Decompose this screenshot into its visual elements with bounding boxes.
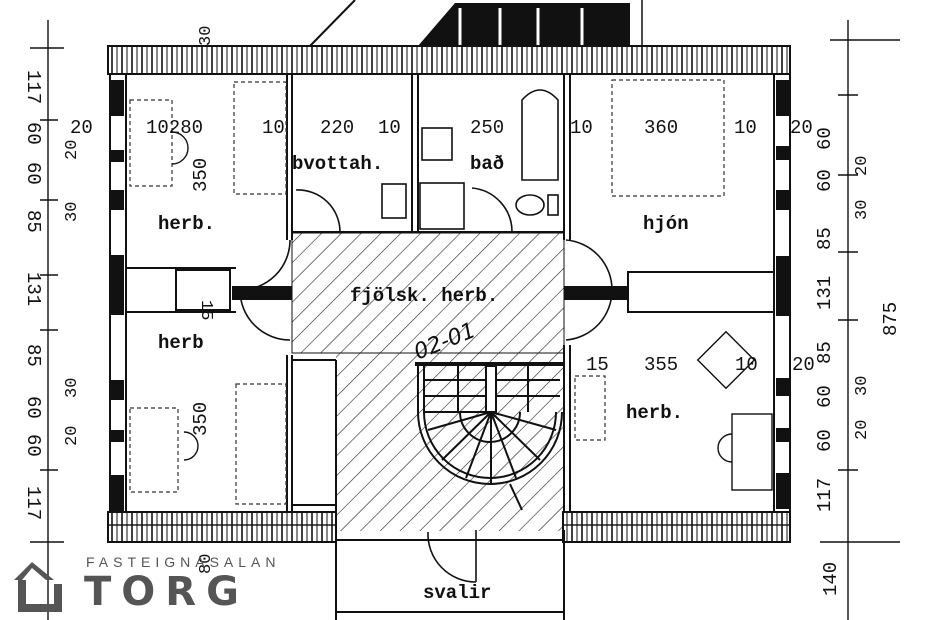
- interior-walls: [126, 74, 775, 512]
- dim-left-3: 85: [22, 210, 44, 233]
- dim-top-3: 220: [320, 117, 354, 139]
- dim-right-sub-0: 20: [853, 156, 872, 176]
- dim-right-sub-3: 20: [853, 420, 872, 440]
- dim-top-2: 10: [262, 117, 285, 139]
- spiral-staircase: [415, 362, 563, 511]
- dim-left-sub-0: 20: [63, 140, 82, 160]
- room-label-herb-bottom-right: herb.: [626, 402, 683, 424]
- dim-left-2: 60: [22, 162, 44, 185]
- room-label-bad: bað: [470, 153, 504, 175]
- room-label-herb-top-left: herb.: [158, 213, 215, 235]
- dim-left-sub-3: 20: [63, 426, 82, 446]
- dim-right-5: 60: [814, 385, 836, 408]
- dim-right-4: 85: [814, 341, 836, 364]
- room-label-fjolsk-herb: fjölsk. herb.: [350, 285, 498, 307]
- right-wall: [773, 74, 791, 512]
- dim-right-0: 60: [814, 127, 836, 150]
- desk-and-chair: [171, 131, 773, 491]
- room-label-herb-bottom-left: herb: [158, 332, 204, 354]
- bottom-wall-left: [107, 511, 337, 543]
- dim-left-8: 117: [22, 486, 44, 520]
- balcony: [335, 530, 565, 620]
- dim-closet: 15: [196, 300, 215, 320]
- dim-mid-3: 20: [792, 354, 815, 376]
- logo-wordmark: TORG: [84, 569, 249, 615]
- dim-right-2: 85: [814, 227, 836, 250]
- room-label-hjon: hjón: [643, 213, 689, 235]
- dim-top-0: 20: [70, 117, 93, 139]
- dim-left-4: 131: [22, 272, 44, 306]
- dim-right-6: 60: [814, 429, 836, 452]
- dim-left-7: 60: [22, 434, 44, 457]
- dim-top-7: 360: [644, 117, 678, 139]
- dim-left-1: 60: [22, 122, 44, 145]
- door-swings: [239, 187, 613, 583]
- logo-tagline: FASTEIGNASALAN: [86, 554, 281, 570]
- dim-mid-0: 15: [586, 354, 609, 376]
- dim-top-1: 10280: [146, 117, 203, 139]
- dim-depth-left-top: 350: [190, 158, 212, 192]
- dim-right-total: 875: [880, 302, 902, 336]
- dim-bottom-wall: 80: [197, 554, 216, 574]
- dim-right-8: 140: [820, 562, 842, 596]
- bottom-wall-right: [562, 511, 791, 543]
- stair-hall-hatched: [336, 353, 564, 531]
- dim-top-8: 10: [734, 117, 757, 139]
- furniture: [129, 79, 725, 505]
- dim-right-3: 131: [814, 276, 836, 310]
- left-wall: [109, 74, 127, 512]
- dim-right-sub-2: 30: [853, 376, 872, 396]
- top-wall: [107, 45, 791, 75]
- dim-mid-1: 355: [644, 354, 678, 376]
- dim-depth-left-bottom: 350: [190, 402, 212, 436]
- dim-right-7: 117: [814, 478, 836, 512]
- dim-left-sub-2: 30: [63, 378, 82, 398]
- dim-top-6: 10: [570, 117, 593, 139]
- room-label-bvottah: bvottah.: [292, 153, 383, 175]
- dim-top-4: 10: [378, 117, 401, 139]
- dim-left-0: 117: [22, 70, 44, 104]
- dim-top-9: 20: [790, 117, 813, 139]
- dim-right-sub-1: 30: [853, 200, 872, 220]
- dim-top-5: 250: [470, 117, 504, 139]
- house-icon: [14, 562, 62, 612]
- dim-mid-2: 10: [735, 354, 758, 376]
- room-label-svalir: svalir: [423, 582, 491, 604]
- dim-top-wall: 30: [197, 26, 216, 46]
- roof-dormer: [309, 0, 643, 47]
- bathroom-fixtures: [381, 89, 559, 230]
- dim-right-1: 60: [814, 169, 836, 192]
- dim-left-5: 85: [22, 344, 44, 367]
- dim-left-6: 60: [22, 396, 44, 419]
- brand-logo: FASTEIGNASALAN TORG: [14, 552, 294, 614]
- wall-stub-right: [564, 286, 628, 300]
- dimension-lines: [30, 20, 900, 620]
- dim-left-sub-1: 30: [63, 202, 82, 222]
